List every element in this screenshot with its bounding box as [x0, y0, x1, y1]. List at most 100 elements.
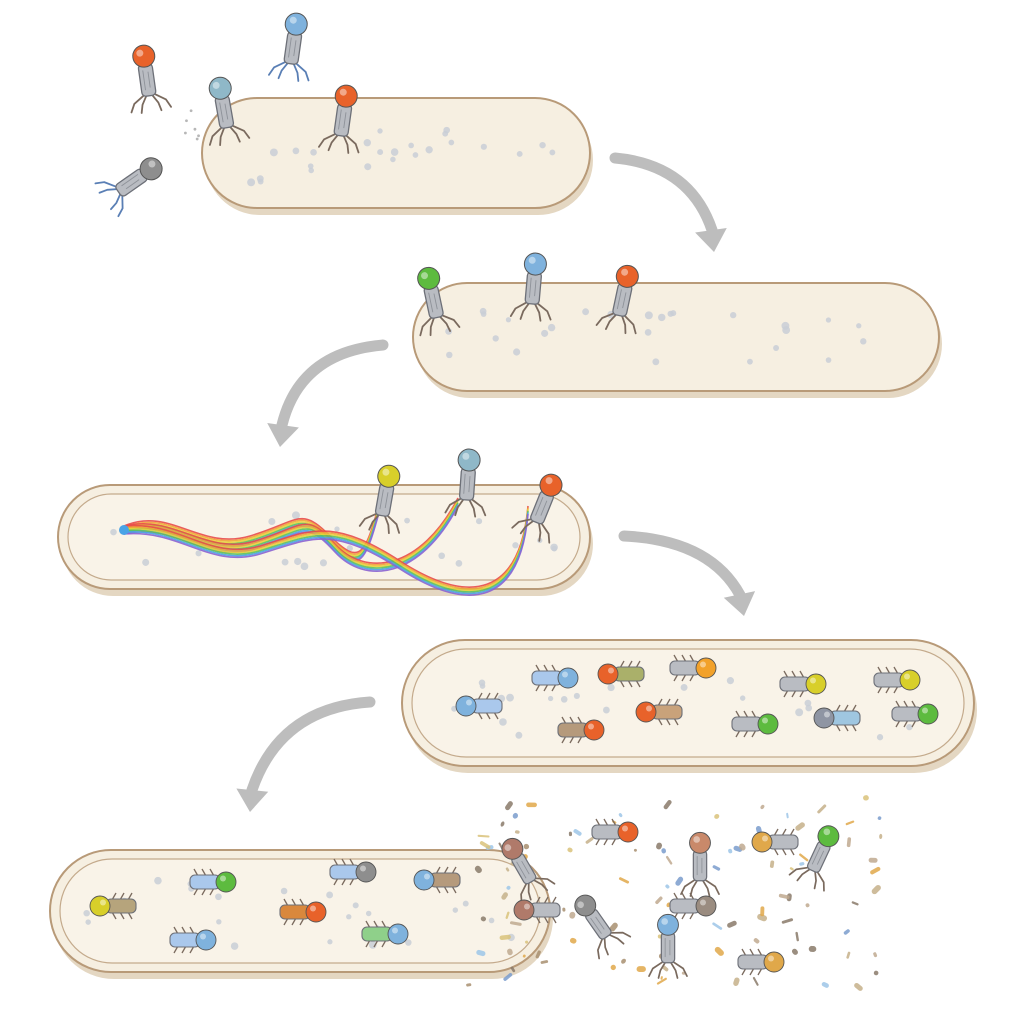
- cytoplasm-speckle: [506, 693, 514, 702]
- cytoplasm-speckle: [438, 552, 445, 560]
- cell-debris-icon: [479, 841, 491, 849]
- bacteriophage-icon: [574, 894, 632, 960]
- viral-dna-strand-icon: [123, 499, 459, 566]
- viral-dna-strand-icon: [123, 507, 529, 590]
- bacteriophage-icon: [208, 76, 251, 147]
- cell-debris-icon: [514, 830, 520, 834]
- cell-debris-icon: [656, 842, 663, 850]
- cell-debris-icon: [714, 946, 724, 956]
- stage-4-progeny: [455, 654, 939, 744]
- stage-5-progeny: [89, 858, 461, 954]
- cytoplasm-speckle: [352, 902, 359, 909]
- cell-debris-icon: [808, 945, 817, 952]
- viral-dna-strand-icon: [123, 512, 529, 595]
- progeny-phage-icon: [279, 898, 327, 926]
- cell-debris-icon: [799, 862, 805, 866]
- cell-debris-icon: [739, 843, 746, 851]
- viral-dna-strand-icon: [123, 497, 459, 564]
- cell-debris-icon: [655, 896, 663, 905]
- cytoplasm-speckle: [680, 683, 688, 691]
- cell-debris-icon: [509, 921, 522, 926]
- cytoplasm-speckle: [83, 909, 90, 917]
- viral-dna-strand-icon: [123, 502, 381, 555]
- cytoplasm-speckle: [404, 517, 410, 524]
- cytoplasm-speckle: [462, 900, 469, 907]
- cell-debris-icon: [474, 865, 482, 874]
- bacteriophage-icon: [648, 913, 688, 979]
- viral-dna-strand-icon: [123, 505, 529, 588]
- cytoplasm-speckle: [390, 156, 396, 163]
- cell-debris-icon: [753, 938, 760, 944]
- cell-debris-icon: [879, 833, 883, 840]
- cell-debris-icon: [805, 903, 810, 908]
- cell-debris-icon: [522, 954, 526, 958]
- cell-debris-icon: [714, 813, 720, 819]
- cell-debris-icon: [618, 813, 623, 818]
- progeny-phage-icon: [329, 858, 377, 886]
- cytoplasm-speckle: [110, 528, 117, 536]
- cytoplasm-speckle: [268, 517, 276, 526]
- cytoplasm-speckle: [539, 141, 546, 149]
- cytoplasm-speckle: [773, 344, 780, 351]
- bacteriophage-icon: [788, 825, 840, 892]
- cytoplasm-speckle: [505, 317, 512, 323]
- cell-debris-icon: [656, 977, 667, 985]
- cell-debris-icon: [799, 853, 809, 862]
- cytoplasm-speckle: [307, 163, 314, 169]
- progeny-phage-icon: [531, 664, 579, 692]
- cytoplasm-speckle: [377, 128, 383, 134]
- bacteriophage-icon: [680, 831, 720, 897]
- progeny-phage-icon: [731, 710, 779, 738]
- cell-debris-icon: [843, 929, 850, 935]
- cytoplasm-speckle: [412, 152, 419, 158]
- cytoplasm-speckle: [516, 151, 523, 157]
- cytoplasm-speckle: [499, 718, 507, 726]
- cytoplasm-speckle: [269, 148, 278, 157]
- bacteriophage-icon: [501, 837, 556, 904]
- cell-debris-icon: [789, 867, 794, 871]
- stage-3-dna-strands: [119, 497, 529, 596]
- cell-debris-icon: [526, 802, 537, 808]
- cytoplasm-speckle: [730, 311, 737, 319]
- progeny-phage-icon: [635, 698, 683, 726]
- cell-debris-icon: [568, 831, 573, 837]
- bacteriophage-icon: [444, 448, 487, 518]
- cytoplasm-speckle: [825, 317, 832, 323]
- progeny-phage-icon: [89, 892, 137, 920]
- cytoplasm-speckle: [644, 311, 653, 320]
- cell-debris-icon: [817, 804, 827, 814]
- cytoplasm-speckle: [860, 338, 867, 345]
- cytoplasm-speckle: [480, 311, 487, 317]
- viral-dna-strand-icon: [123, 513, 529, 596]
- dna-end-icon: [119, 525, 129, 535]
- cell-debris-icon: [476, 949, 486, 957]
- cell-debris-icon: [781, 918, 794, 924]
- cytoplasm-speckle: [644, 329, 652, 336]
- cell-debris-icon: [873, 952, 878, 958]
- cell-debris-icon: [665, 855, 673, 865]
- cell-debris-icon: [733, 977, 740, 986]
- cell-debris-icon: [501, 892, 508, 900]
- cytoplasm-speckle: [390, 148, 399, 156]
- viral-dna-strand-icon: [123, 510, 529, 593]
- cell-debris-icon: [791, 948, 798, 955]
- cytoplasm-speckle: [549, 149, 556, 156]
- progeny-phage-icon: [813, 704, 861, 732]
- cell-debris-icon: [636, 966, 646, 973]
- cell-debris-icon: [466, 983, 472, 987]
- cell-debris-icon: [760, 906, 765, 917]
- bacteriophage-icon: [130, 44, 172, 114]
- bacteriophage-icon: [595, 264, 639, 335]
- bacteriophage-icon: [511, 473, 563, 544]
- cytoplasm-speckle: [327, 939, 333, 945]
- cell-debris-icon: [757, 913, 768, 922]
- cytoplasm-speckle: [876, 734, 884, 741]
- progeny-phage-icon: [737, 948, 785, 976]
- cell-debris-icon: [760, 804, 765, 810]
- cytoplasm-speckle: [363, 139, 371, 147]
- cell-debris-icon: [778, 893, 790, 900]
- cytoplasm-speckle: [906, 723, 913, 731]
- cell-debris-icon: [863, 795, 869, 801]
- bacterial-cell-stage-1: [201, 97, 593, 215]
- cytoplasm-speckle: [515, 731, 523, 739]
